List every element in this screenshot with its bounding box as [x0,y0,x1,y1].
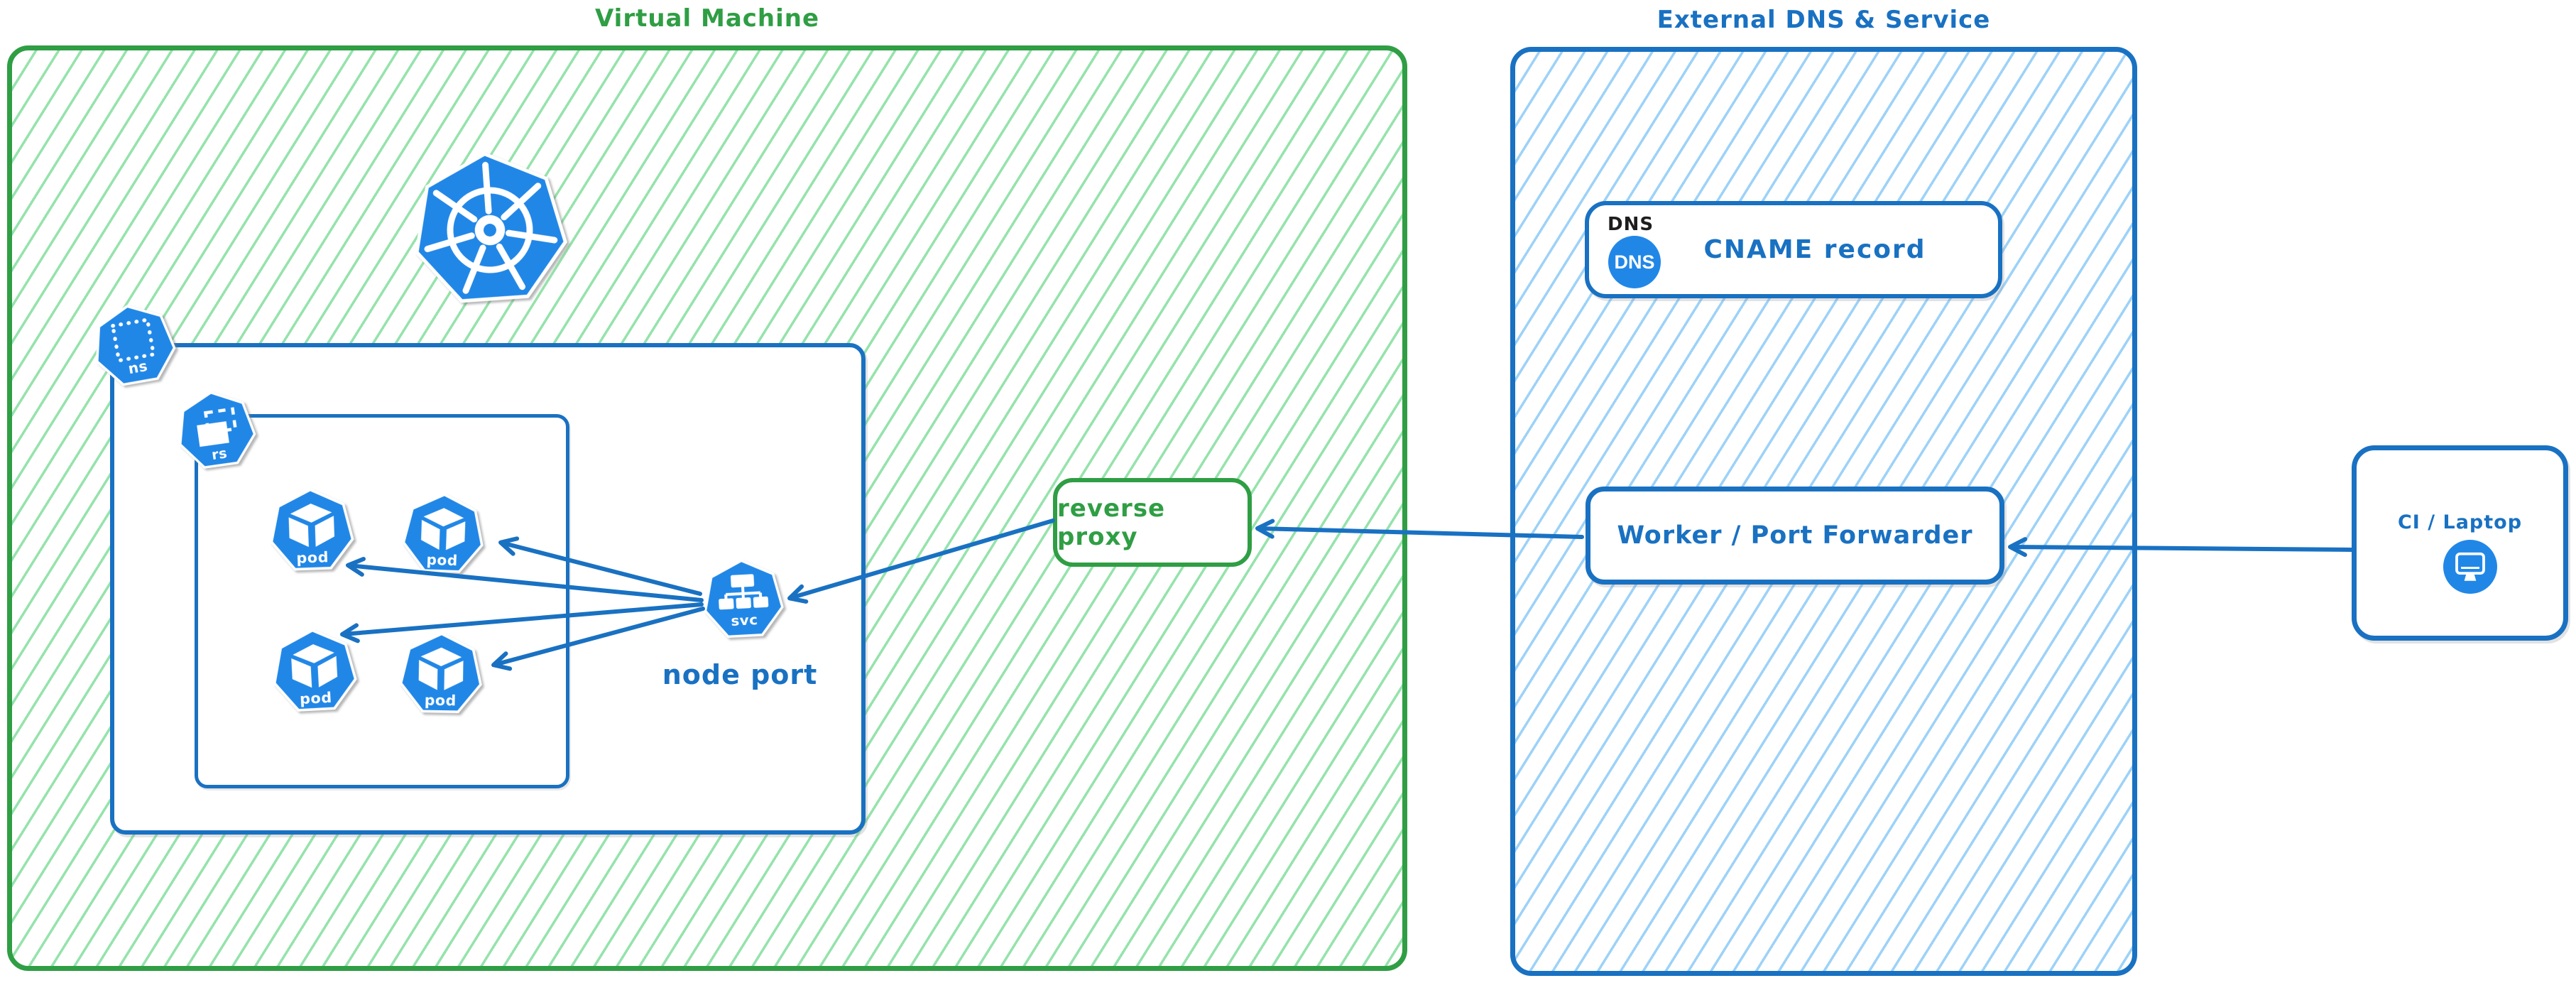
kubernetes-logo-icon [415,152,567,303]
worker-box: Worker / Port Forwarder [1586,487,2004,585]
svg-text:ns: ns [127,357,149,377]
svg-text:rs: rs [211,445,229,463]
dns-header-label: DNS [1608,214,1654,235]
node-port-label: node port [662,659,818,690]
replicaset-box [195,414,569,788]
svg-text:svc: svc [731,612,758,629]
dns-icon-text: DNS [1614,251,1655,273]
service-icon: svc [704,559,784,639]
svg-text:pod: pod [425,692,457,710]
pod-icon: pod [273,629,357,712]
pod-icon: pod [402,493,484,573]
namespace-badge-icon: ns [95,305,176,386]
worker-label: Worker / Port Forwarder [1617,521,1973,550]
monitor-icon [2443,540,2497,594]
external-region-title: External DNS & Service [1657,6,1991,34]
svg-text:pod: pod [426,551,458,570]
pod-icon: pod [270,488,354,571]
reverse-proxy-label: reverse proxy [1057,494,1166,551]
svg-text:pod: pod [296,548,329,567]
replicaset-badge-icon: rs [179,391,256,469]
dns-card: DNS DNS CNAME record [1585,201,2002,298]
dns-icon: DNS [1608,236,1661,288]
svg-text:pod: pod [299,689,332,707]
pod-icon: pod [399,632,482,714]
cname-record-label: CNAME record [1703,235,1926,264]
vm-region-title: Virtual Machine [594,4,820,33]
reverse-proxy-box: reverse proxy [1053,478,1252,567]
ci-laptop-box: CI / Laptop [2352,445,2568,641]
ci-laptop-label: CI / Laptop [2397,511,2523,533]
